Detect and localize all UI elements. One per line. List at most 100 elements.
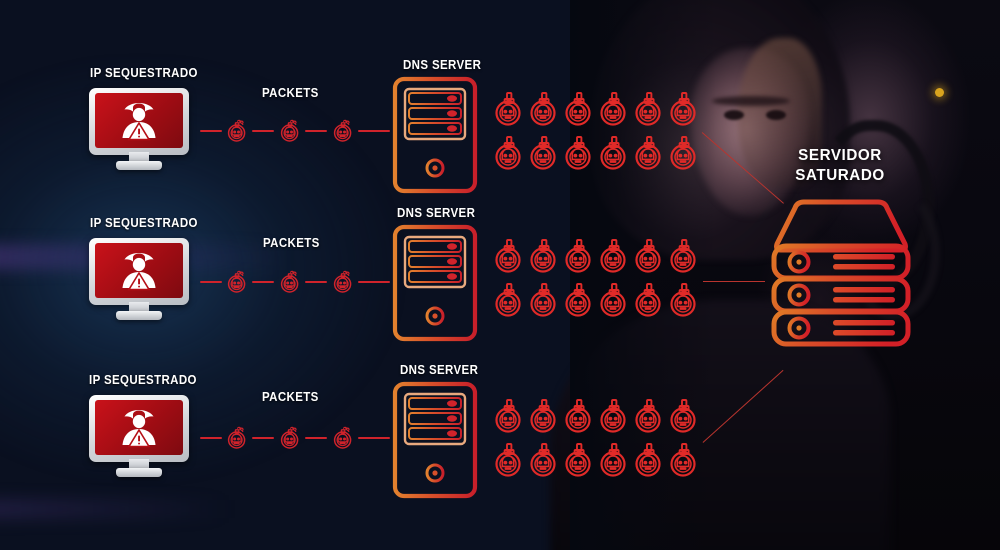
attack-bomb[interactable]	[633, 443, 665, 477]
background-streak-lower	[0, 500, 230, 518]
hacker-avatar-icon	[122, 102, 156, 140]
monitor-base	[116, 468, 162, 477]
attack-bomb[interactable]	[528, 239, 560, 273]
attack-bomb[interactable]	[668, 136, 700, 170]
packet-bomb-1-3[interactable]	[330, 118, 356, 144]
packet-line-segment	[200, 130, 222, 132]
dns-server-label-1: DNS SERVER	[403, 58, 482, 72]
attack-bomb[interactable]	[563, 92, 595, 126]
packet-bomb-2-3[interactable]	[330, 269, 356, 295]
attack-bomb[interactable]	[598, 239, 630, 273]
attack-bomb[interactable]	[493, 239, 525, 273]
dns-server-tower-1[interactable]	[392, 76, 478, 194]
attack-bomb[interactable]	[633, 239, 665, 273]
packet-line-segment	[252, 130, 274, 132]
attack-bomb[interactable]	[528, 136, 560, 170]
link-line-row-2	[703, 281, 765, 283]
attack-bomb[interactable]	[633, 399, 665, 433]
attack-bomb[interactable]	[493, 92, 525, 126]
hijacked-monitor-3[interactable]	[89, 395, 189, 480]
packet-line-segment	[305, 281, 327, 283]
monitor-frame	[89, 395, 189, 462]
attack-bomb[interactable]	[528, 92, 560, 126]
eye-right	[766, 110, 786, 120]
packet-line-segment	[200, 281, 222, 283]
ip-hijacked-label-2: IP SEQUESTRADO	[90, 216, 198, 230]
packet-line-segment	[358, 130, 390, 132]
attack-bomb-grid-1	[493, 92, 703, 180]
attack-bomb[interactable]	[598, 92, 630, 126]
hijacked-monitor-1[interactable]	[89, 88, 189, 173]
monitor-screen	[95, 93, 183, 148]
attack-bomb[interactable]	[563, 136, 595, 170]
attack-bomb[interactable]	[493, 399, 525, 433]
saturated-server-title-line2: SATURADO	[795, 167, 885, 184]
attack-bomb[interactable]	[598, 136, 630, 170]
monitor-screen	[95, 243, 183, 298]
attack-bomb[interactable]	[598, 283, 630, 317]
dns-server-tower-3[interactable]	[392, 381, 478, 499]
ip-hijacked-label-1: IP SEQUESTRADO	[90, 66, 198, 80]
hijacked-monitor-2[interactable]	[89, 238, 189, 323]
hacker-avatar-icon	[122, 409, 156, 447]
saturated-server-title: SERVIDOR SATURADO	[764, 146, 916, 186]
packets-label-2: PACKETS	[263, 236, 320, 250]
hacker-avatar-icon	[122, 252, 156, 290]
packet-bomb-3-1[interactable]	[224, 425, 250, 451]
packet-line-segment	[305, 130, 327, 132]
attack-bomb-grid-3	[493, 399, 703, 487]
attack-bomb[interactable]	[493, 136, 525, 170]
monitor-frame	[89, 88, 189, 155]
attack-bomb[interactable]	[633, 92, 665, 126]
eye-left	[724, 110, 744, 120]
attack-bomb[interactable]	[668, 443, 700, 477]
attack-bomb[interactable]	[493, 443, 525, 477]
dns-server-label-3: DNS SERVER	[400, 363, 479, 377]
attack-bomb-grid-2	[493, 239, 703, 327]
packets-label-3: PACKETS	[262, 390, 319, 404]
monitor-neck	[129, 459, 149, 470]
attack-bomb[interactable]	[598, 443, 630, 477]
packet-line-segment	[305, 437, 327, 439]
monitor-base	[116, 161, 162, 170]
dns-server-label-2: DNS SERVER	[397, 206, 476, 220]
packet-bomb-2-2[interactable]	[277, 269, 303, 295]
ip-hijacked-label-3: IP SEQUESTRADO	[89, 373, 197, 387]
packet-line-segment	[252, 437, 274, 439]
monitor-neck	[129, 152, 149, 163]
packet-line-segment	[200, 437, 222, 439]
dns-server-tower-2[interactable]	[392, 224, 478, 342]
attack-bomb[interactable]	[668, 399, 700, 433]
attack-bomb[interactable]	[563, 283, 595, 317]
saturated-server-rack[interactable]	[765, 196, 915, 347]
packet-bomb-3-2[interactable]	[277, 425, 303, 451]
attack-bomb[interactable]	[598, 399, 630, 433]
attack-bomb[interactable]	[493, 283, 525, 317]
monitor-neck	[129, 302, 149, 313]
attack-bomb[interactable]	[528, 399, 560, 433]
packet-line-segment	[252, 281, 274, 283]
saturated-server-title-line1: SERVIDOR	[798, 147, 882, 164]
packet-bomb-2-1[interactable]	[224, 269, 250, 295]
monitor-base	[116, 311, 162, 320]
attack-bomb[interactable]	[633, 283, 665, 317]
packet-line-segment	[358, 281, 390, 283]
attack-bomb[interactable]	[563, 239, 595, 273]
attack-bomb[interactable]	[563, 399, 595, 433]
face-shape	[690, 48, 810, 216]
packet-line-segment	[358, 437, 390, 439]
monitor-frame	[89, 238, 189, 305]
attack-bomb[interactable]	[528, 443, 560, 477]
led-indicator-icon	[935, 88, 944, 97]
packet-bomb-3-3[interactable]	[330, 425, 356, 451]
attack-bomb[interactable]	[563, 443, 595, 477]
attack-bomb[interactable]	[668, 239, 700, 273]
packet-bomb-1-2[interactable]	[277, 118, 303, 144]
attack-bomb[interactable]	[668, 283, 700, 317]
packet-bomb-1-1[interactable]	[224, 118, 250, 144]
packets-label-1: PACKETS	[262, 86, 319, 100]
attack-bomb[interactable]	[633, 136, 665, 170]
attack-bomb[interactable]	[528, 283, 560, 317]
attack-bomb[interactable]	[668, 92, 700, 126]
